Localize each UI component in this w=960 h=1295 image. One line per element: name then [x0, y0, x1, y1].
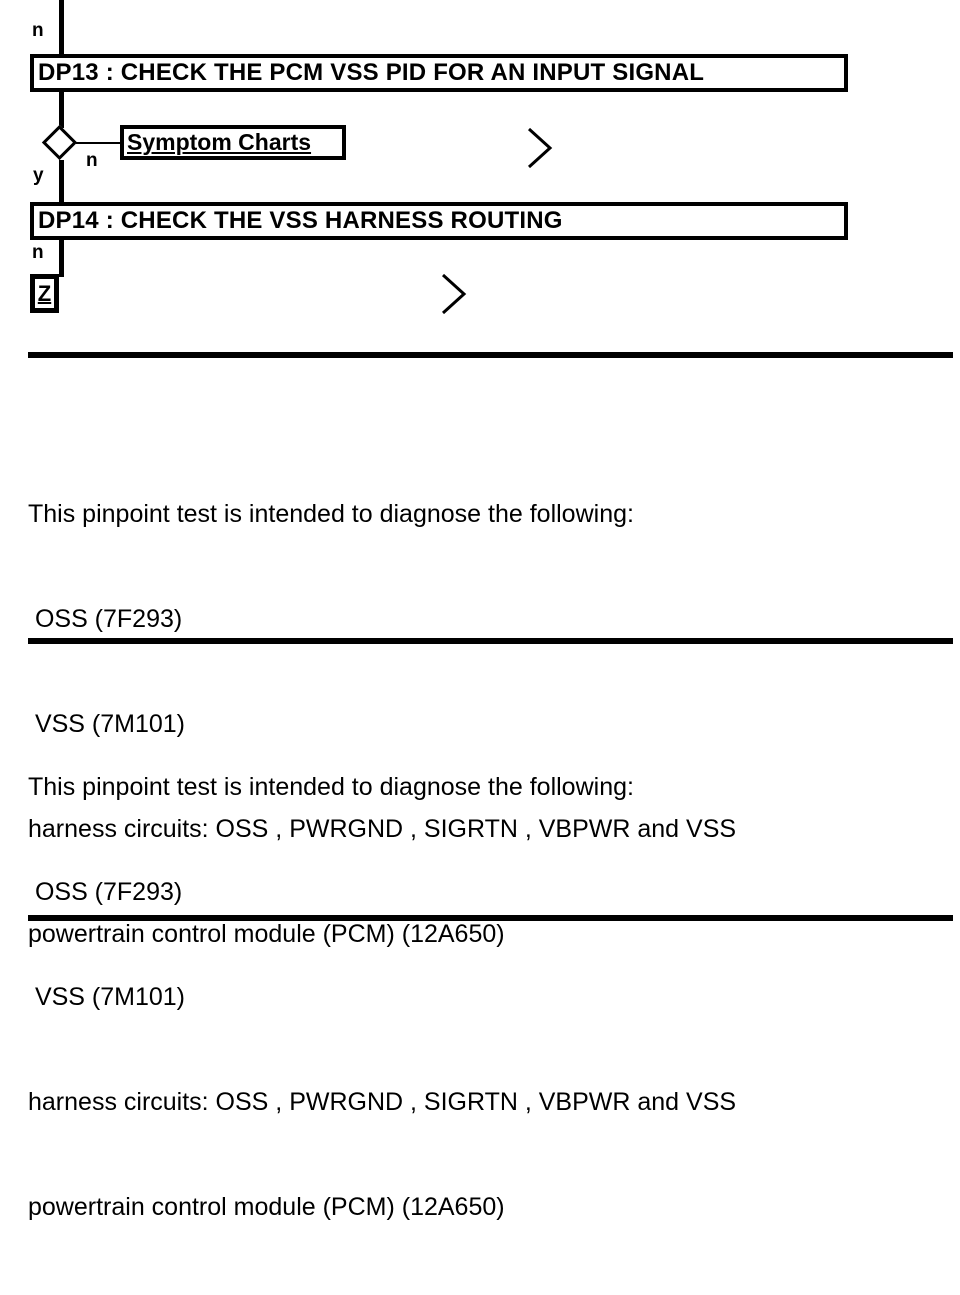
section-divider-3 — [28, 915, 953, 921]
section-divider-1 — [28, 352, 953, 358]
pinpoint-description-line: harness circuits: OSS , PWRGND , SIGRTN … — [28, 815, 737, 843]
connector-line-decision-to-symptom — [76, 142, 122, 144]
decision-diamond[interactable] — [41, 124, 78, 161]
pinpoint-description-line: VSS (7M101) — [28, 710, 186, 738]
page-canvas: n DP13 : CHECK THE PCM VSS PID FOR AN IN… — [28, 0, 953, 1221]
pinpoint-description-block-2: This pinpoint test is intended to diagno… — [28, 700, 928, 1295]
chevron-right-1-icon — [524, 124, 564, 174]
branch-letter-top: n — [32, 20, 44, 41]
pinpoint-description-heading: This pinpoint test is intended to diagno… — [28, 500, 634, 528]
connector-line-decision-to-dp14 — [59, 160, 64, 203]
connector-line-top — [59, 0, 64, 56]
branch-letter-yes: y — [33, 165, 44, 186]
pinpoint-description-line: harness circuits: OSS , PWRGND , SIGRTN … — [28, 1088, 737, 1116]
pinpoint-description-line: OSS (7F293) — [28, 605, 183, 633]
chevron-right-2-icon — [438, 270, 478, 320]
pinpoint-description-line: powertrain control module (PCM) (12A650) — [28, 1193, 505, 1221]
pinpoint-description-line: VSS (7M101) — [28, 983, 186, 1011]
connector-line-dp14-to-tag — [59, 240, 64, 277]
decision-diamond-shape — [41, 124, 78, 161]
pinpoint-description-line: powertrain control module (PCM) (12A650) — [28, 920, 505, 948]
connector-tag-z[interactable]: Z — [30, 274, 59, 313]
pinpoint-description-heading: This pinpoint test is intended to diagno… — [28, 773, 634, 801]
section-divider-2 — [28, 638, 953, 644]
branch-letter-lower: n — [32, 242, 44, 263]
step-box-dp13-label: DP13 : CHECK THE PCM VSS PID FOR AN INPU… — [38, 59, 705, 86]
connector-tag-z-label: Z — [37, 280, 52, 306]
link-box-symptom-charts-label: Symptom Charts — [127, 129, 312, 155]
pinpoint-description-line: OSS (7F293) — [28, 878, 183, 906]
connector-line-dp13-to-decision — [59, 92, 64, 128]
link-box-symptom-charts[interactable]: Symptom Charts — [120, 125, 346, 160]
branch-letter-no: n — [86, 150, 98, 171]
step-box-dp14[interactable]: DP14 : CHECK THE VSS HARNESS ROUTING — [30, 202, 848, 240]
step-box-dp13[interactable]: DP13 : CHECK THE PCM VSS PID FOR AN INPU… — [30, 54, 848, 92]
pinpoint-description-block-1: This pinpoint test is intended to diagno… — [28, 427, 928, 1022]
step-box-dp14-label: DP14 : CHECK THE VSS HARNESS ROUTING — [38, 207, 563, 234]
